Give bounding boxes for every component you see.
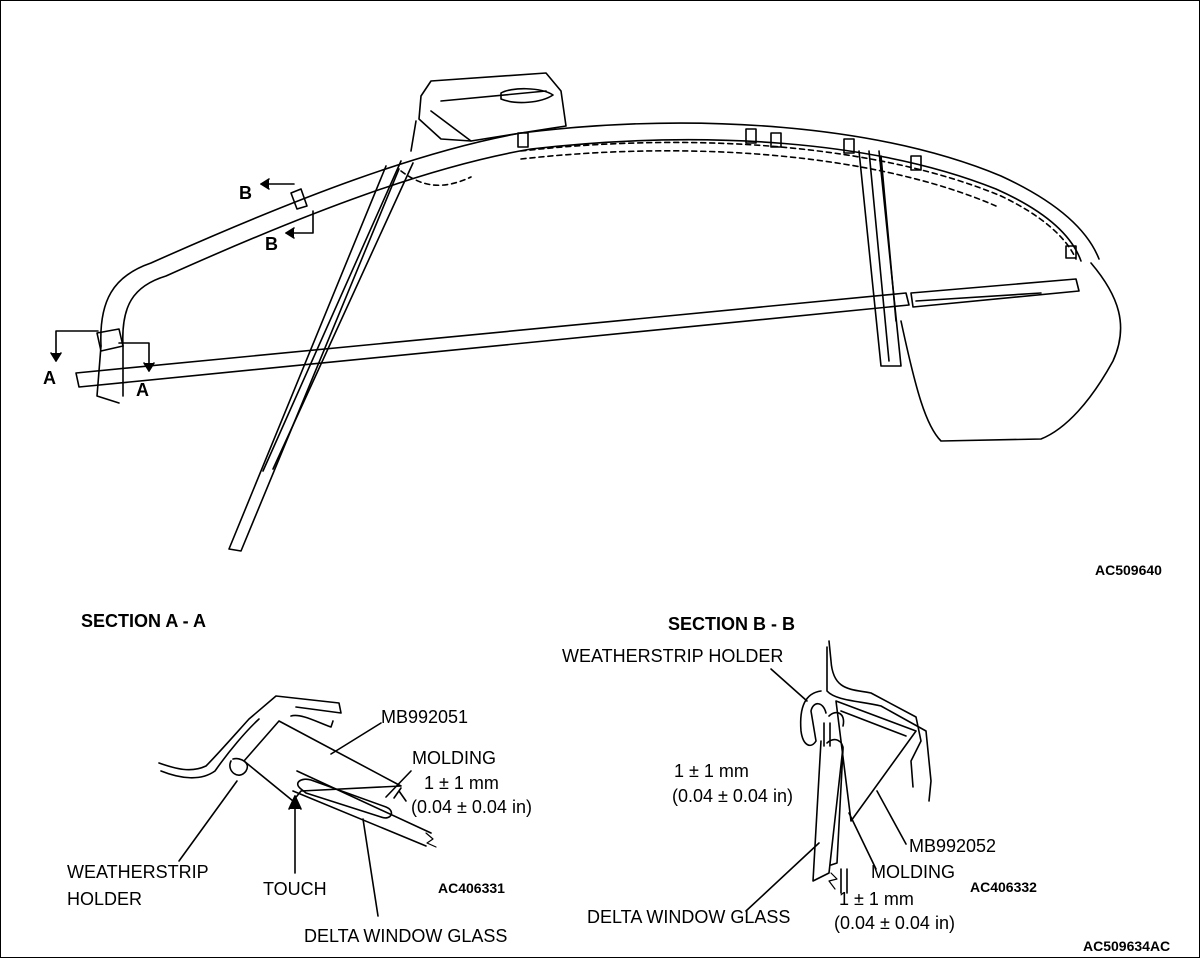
section-a-weatherstrip-line2: HOLDER: [67, 889, 143, 909]
section-markers: [50, 178, 314, 372]
section-b-tool-label: MB992052: [909, 836, 997, 856]
section-a-illustration: [158, 695, 437, 917]
section-a-molding-label: MOLDING: [412, 748, 497, 768]
section-a-code: AC406331: [438, 880, 505, 896]
section-a-touch-label: TOUCH: [263, 879, 327, 899]
section-b-clearance2-mm: 1 ± 1 mm: [839, 889, 914, 909]
section-b-weatherstrip-label: WEATHERSTRIP HOLDER: [562, 646, 784, 666]
section-b-glass-label: DELTA WINDOW GLASS: [587, 907, 791, 927]
section-a-title: SECTION A - A: [81, 611, 206, 631]
section-b-clearance1-mm: 1 ± 1 mm: [674, 761, 749, 781]
section-a-tool-label: MB992051: [381, 707, 469, 727]
section-a-marker-left: A: [43, 368, 56, 388]
section-b-code: AC406332: [970, 879, 1037, 895]
section-b-clearance1-in: (0.04 ± 0.04 in): [672, 786, 793, 806]
section-b-marker-lower: B: [265, 234, 278, 254]
door-frame-illustration: [75, 72, 1122, 552]
section-b-illustration: [745, 640, 932, 912]
section-a-clearance-mm: 1 ± 1 mm: [424, 773, 499, 793]
section-a-glass-label: DELTA WINDOW GLASS: [304, 926, 508, 946]
top-view-code: AC509640: [1095, 562, 1162, 578]
section-a-weatherstrip-line1: WEATHERSTRIP: [67, 862, 209, 882]
section-b-marker-upper: B: [239, 183, 252, 203]
overall-figure-code: AC509634AC: [1083, 938, 1171, 954]
section-b-title: SECTION B - B: [668, 614, 796, 634]
section-a-clearance-in: (0.04 ± 0.04 in): [411, 797, 532, 817]
section-a-marker-right: A: [136, 380, 149, 400]
section-b-clearance2-in: (0.04 ± 0.04 in): [834, 913, 955, 933]
section-b-molding-label: MOLDING: [871, 862, 956, 882]
